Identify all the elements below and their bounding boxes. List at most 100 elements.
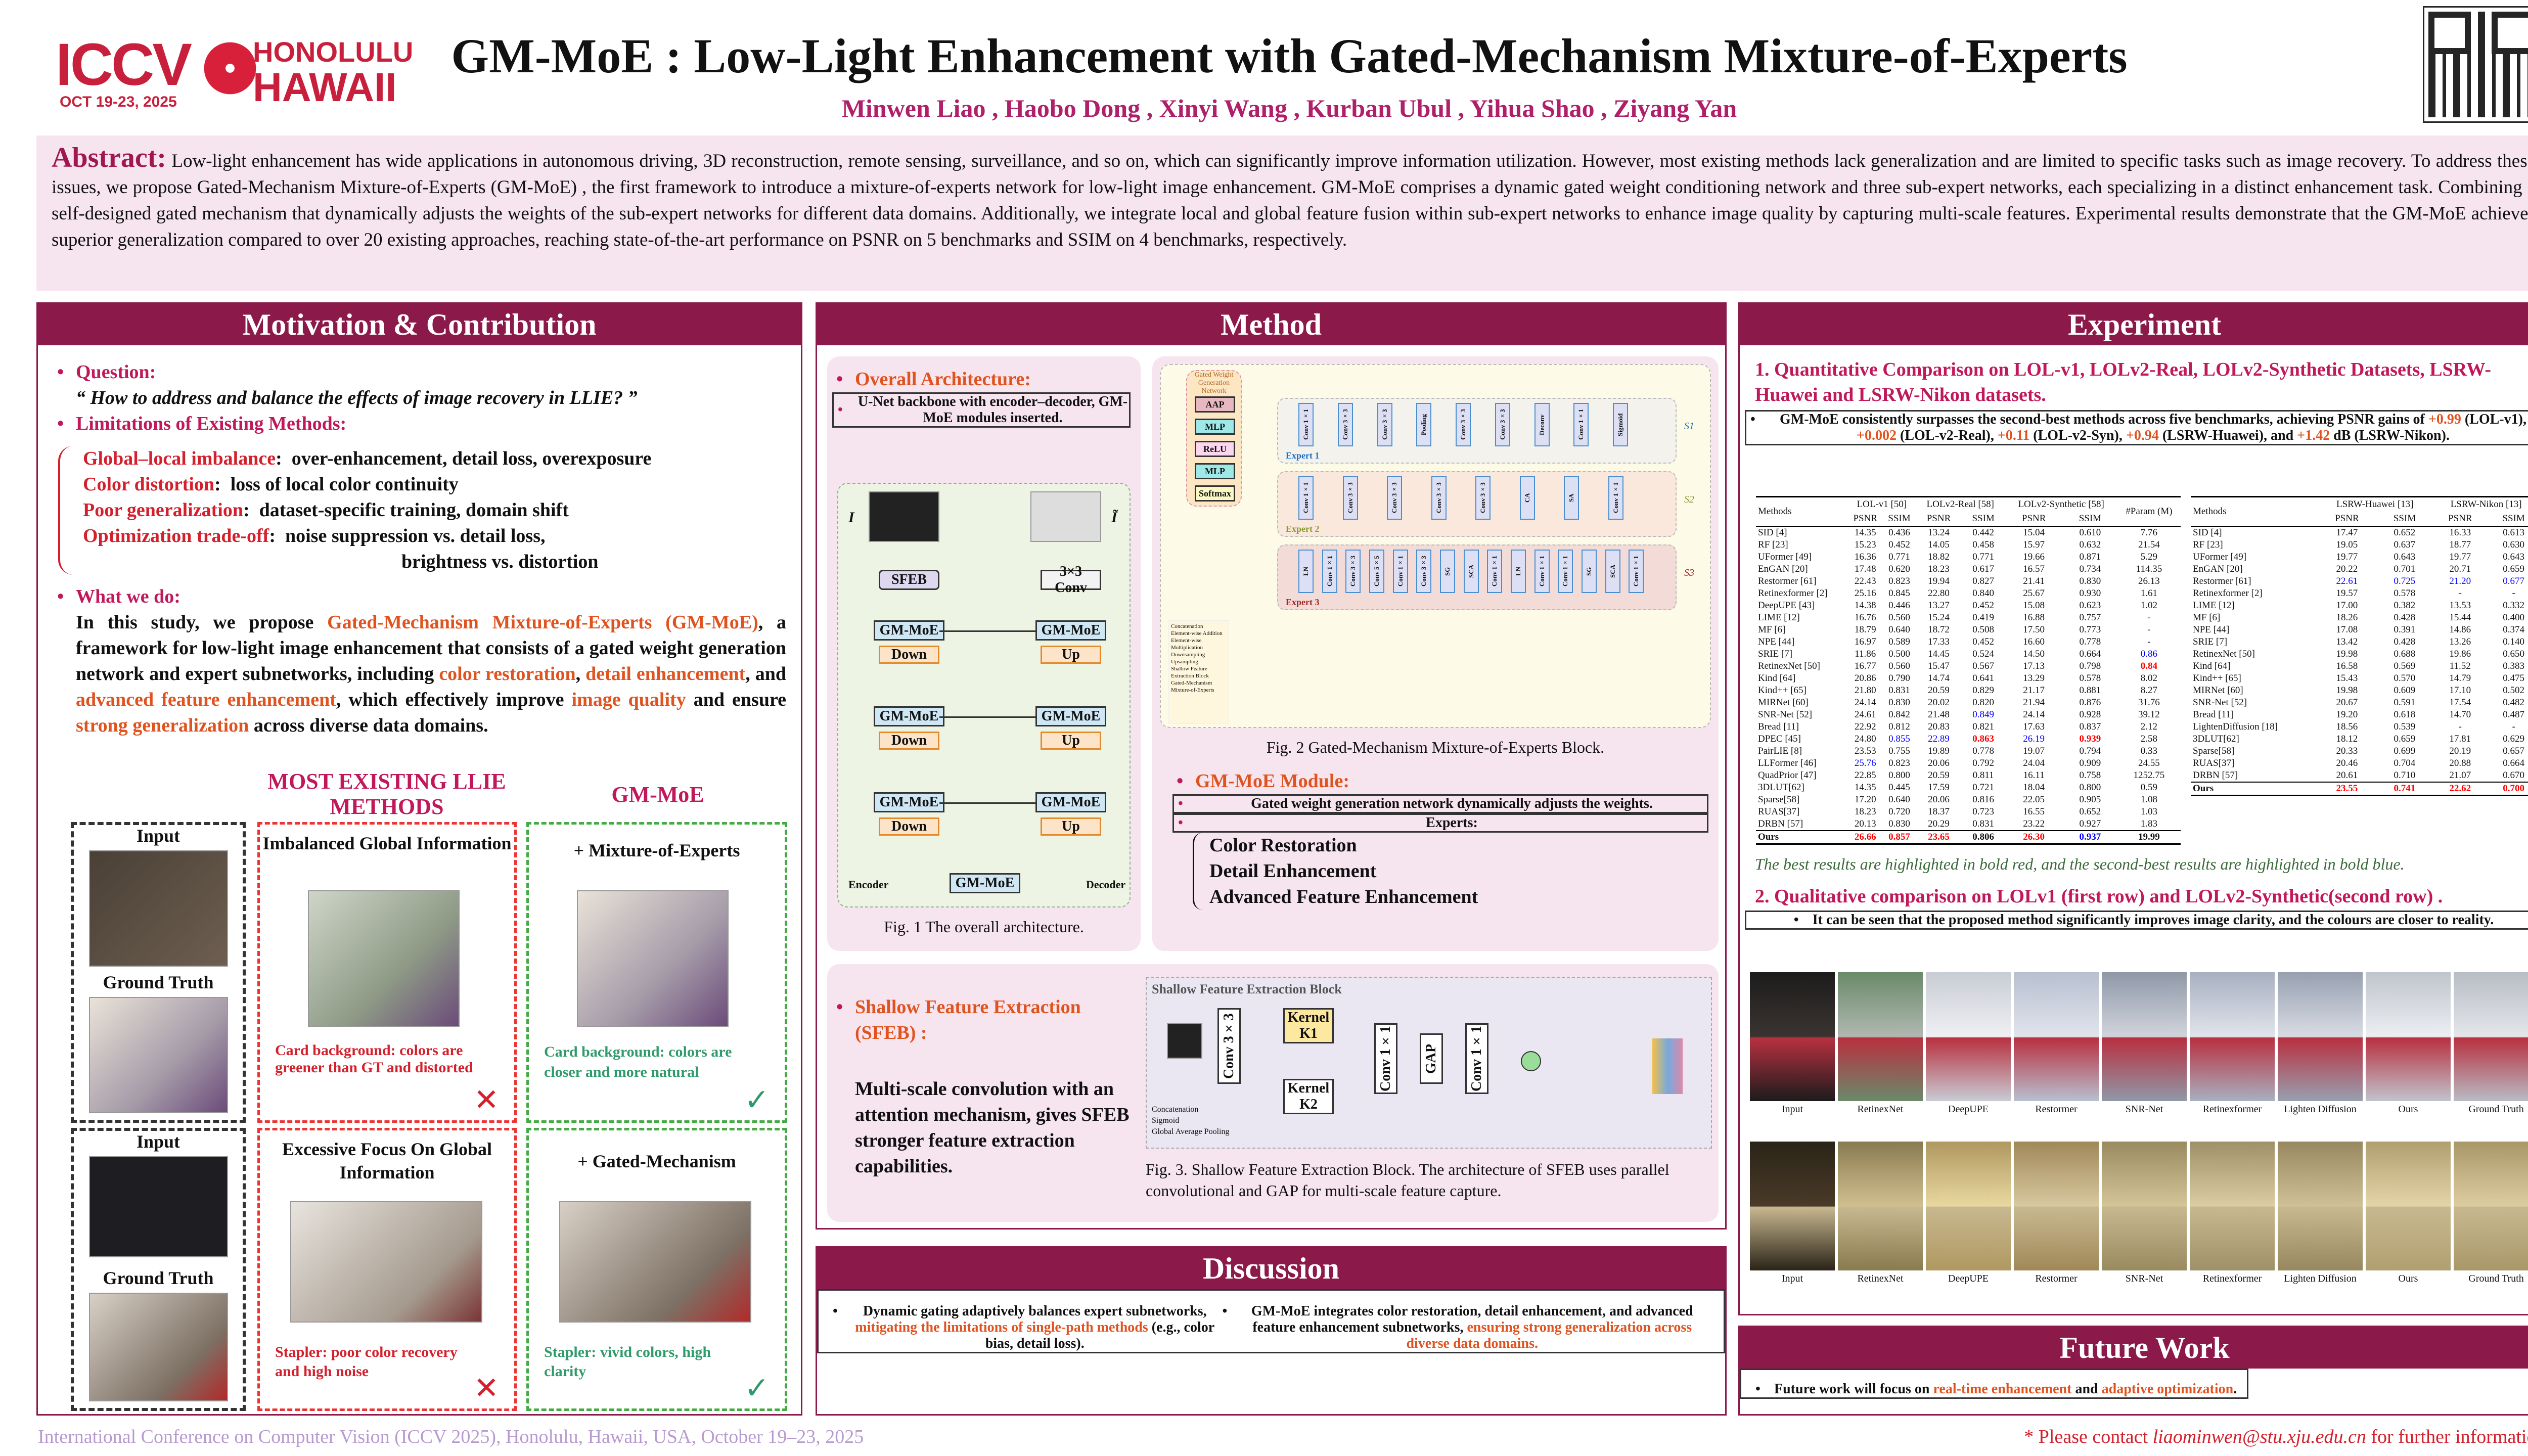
metric-header: PSNR: [1926, 513, 1951, 524]
expert-name: Expert 3: [1286, 597, 1320, 607]
ground-truth-label: Ground Truth: [103, 972, 214, 992]
image-label: RetinexNet: [1857, 1273, 1904, 1284]
metric-value: 0.641: [1972, 673, 1995, 684]
legend-item: Gated-Mechanism Mixture-of-Experts: [1171, 680, 1214, 693]
down-block: Down: [879, 817, 939, 836]
metric-value: 13.26: [2449, 636, 2471, 647]
metric-value: 0.487: [2503, 709, 2524, 720]
metric-value: 0.723: [1972, 806, 1995, 817]
image-label: Ours: [2398, 1104, 2418, 1115]
metric-header: SSIM: [1972, 513, 1995, 524]
highlight-text: +0.99: [2428, 412, 2461, 427]
module-label: GM-MoE Module:: [1195, 770, 1350, 792]
image-label: DeepUPE: [1948, 1104, 1989, 1115]
dataset-header: LSRW-Nikon [13]: [2432, 496, 2528, 512]
sigmoid-icon: [1521, 1051, 1541, 1071]
question-text: “ How to address and balance the effects…: [76, 387, 638, 408]
metric-value: 0.643: [2394, 552, 2416, 562]
metric-value: 14.86: [2449, 624, 2471, 635]
metric-value: 0.927: [2079, 818, 2101, 829]
metric-header: SSIM: [2393, 513, 2416, 524]
legend-item: Shallow Feature Extraction Block: [1171, 666, 1209, 679]
method-name: DPEC [45]: [1758, 734, 1801, 744]
image-label: SNR-Net: [2125, 1104, 2163, 1115]
qr-code-icon[interactable]: [2423, 6, 2528, 123]
qualitative-image: [2102, 972, 2187, 1101]
qualitative-image: [2190, 1142, 2275, 1270]
text-segment: GM-MoE consistently surpasses the second…: [1780, 412, 2428, 427]
footer-contact: * Please contact liaominwen@stu.xju.edu.…: [2024, 1426, 2528, 1447]
metric-value: 0.33: [2140, 746, 2158, 756]
metric-value: 0.811: [1972, 770, 1994, 781]
method-name: 3DLUT[62]: [1758, 782, 1804, 793]
metric-value: -: [2147, 624, 2151, 635]
expert-block: Conv 1×1: [1534, 550, 1550, 593]
metric-value: 0.508: [1972, 624, 1995, 635]
method-name: DRBN [57]: [2193, 770, 2238, 781]
fig1-caption: Fig. 1 The overall architecture.: [884, 918, 1084, 936]
metric-value: 0.664: [2079, 649, 2101, 659]
metric-value: 0.500: [1888, 649, 1910, 659]
iccv-logo: ICCV OCT 19-23, 2025 HONOLULU HAWAII: [56, 28, 413, 119]
text-segment: In this study, we propose: [76, 612, 328, 633]
metric-value: 0.849: [1972, 709, 1995, 720]
qualitative-image: [2366, 1142, 2451, 1270]
gate-block-mlp: MLP: [1195, 419, 1235, 435]
metric-value: 14.35: [1854, 782, 1876, 793]
what-label: What we do:: [76, 586, 180, 607]
sfeb-panel: Shallow Feature Extraction (SFEB) : Mult…: [827, 964, 1719, 1222]
metric-value: 20.59: [1928, 770, 1950, 781]
metric-value: 15.47: [1928, 661, 1950, 671]
metric-value: 8.27: [2140, 685, 2158, 696]
expert-item: Color Restoration: [1209, 835, 1357, 856]
result-image: [577, 890, 729, 1027]
metric-value: 0.374: [2503, 624, 2524, 635]
expert-block: CA: [1519, 476, 1535, 520]
legend-item: Concatenation: [1171, 623, 1203, 629]
gate-block-aap: AAP: [1195, 396, 1235, 413]
method-name: Bread [11]: [1758, 721, 1799, 732]
method-name: Ours: [1758, 832, 1779, 842]
metric-value: 21.17: [2023, 685, 2045, 696]
method-name: Retinexformer [2]: [2193, 588, 2263, 599]
fig3-legend: Concatenation Sigmoid Global Average Poo…: [1152, 1104, 1229, 1138]
method-name: RetinexNet [50]: [2193, 649, 2255, 659]
metric-value: 13.42: [2336, 636, 2358, 647]
sfeb-block: SFEB: [879, 570, 939, 590]
check-icon: ✓: [744, 1372, 770, 1405]
text-segment: ,: [575, 663, 586, 685]
metric-value: 0.812: [1888, 721, 1910, 732]
metric-value: 31.76: [2138, 697, 2160, 708]
hibiscus-icon: [200, 38, 260, 99]
panel-title: Excessive Focus On Global Information: [282, 1139, 492, 1182]
panel-caption: Card background: colors are closer and m…: [544, 1043, 732, 1080]
metric-value: 17.33: [1928, 636, 1950, 647]
discussion-bullet: Dynamic gating adaptively balances exper…: [829, 1303, 1218, 1352]
metric-value: 17.13: [2023, 661, 2045, 671]
image-label: DeepUPE: [1948, 1273, 1989, 1284]
metric-value: 14.45: [1928, 649, 1950, 659]
metric-value: 0.771: [1888, 552, 1910, 562]
metric-value: 0.830: [1888, 697, 1910, 708]
metric-value: 16.33: [2449, 527, 2471, 538]
expert-block: Conv 1×1: [1558, 550, 1573, 593]
fig3-caption: Fig. 3. Shallow Feature Extraction Block…: [1146, 1160, 1669, 1200]
metric-value: 18.23: [1928, 564, 1950, 574]
compare-right-header: GM-MoE: [611, 782, 704, 807]
metric-value: 22.05: [2023, 794, 2045, 805]
metric-value: 0.632: [2079, 539, 2101, 550]
contact-email[interactable]: liaominwen@stu.xju.edu.cn: [2152, 1426, 2366, 1447]
metric-value: 0.613: [2503, 527, 2524, 538]
metric-value: 0.629: [2503, 734, 2524, 744]
text-segment: Dynamic gating adaptively balances exper…: [863, 1303, 1207, 1319]
legend-item: Upsampling: [1171, 659, 1198, 665]
